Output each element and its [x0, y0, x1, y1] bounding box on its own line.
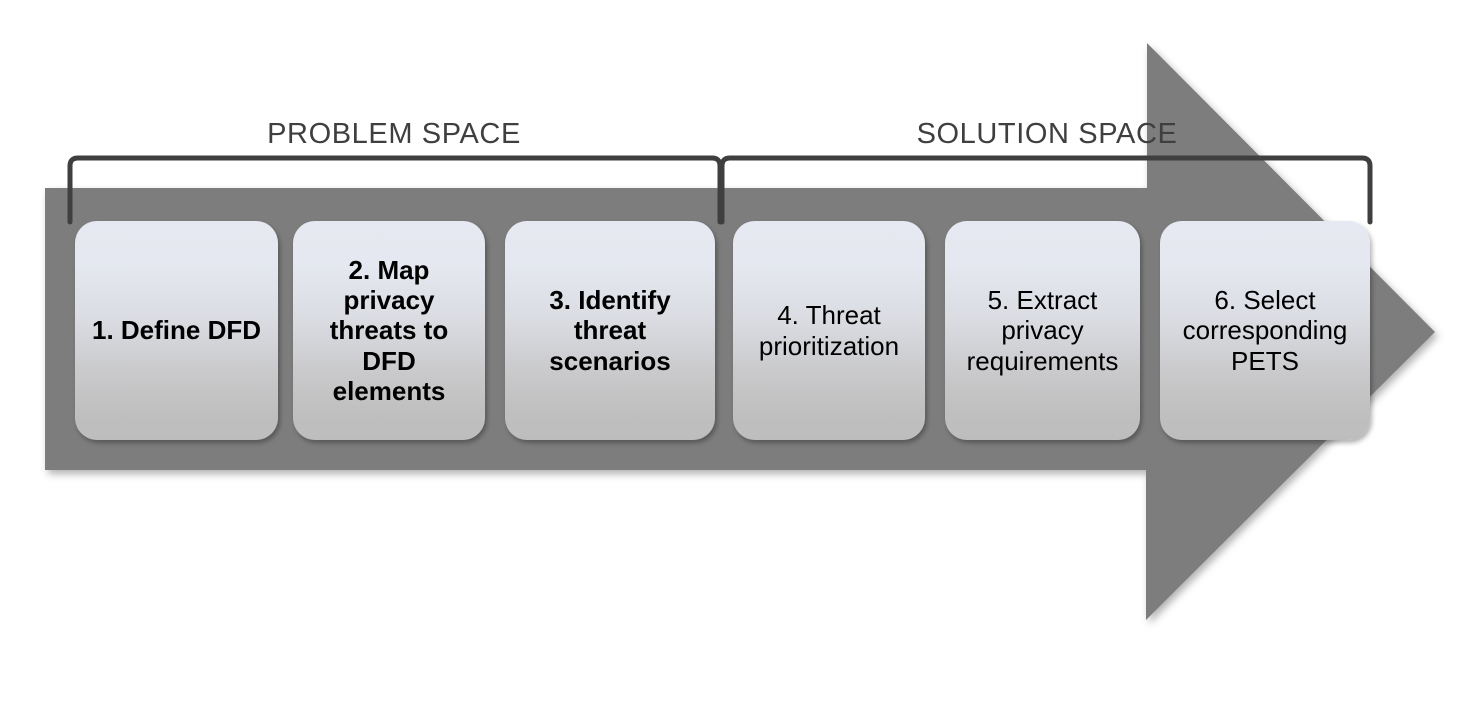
step-box-2[interactable]: 2. Map privacy threats to DFD elements: [293, 221, 485, 440]
step-label-6: 6. Select corresponding PETS: [1182, 285, 1348, 376]
solution-space-bracket: [719, 155, 1373, 225]
step-box-6[interactable]: 6. Select corresponding PETS: [1160, 221, 1370, 440]
problem-space-bracket: [67, 155, 723, 225]
step-label-4: 4. Threat prioritization: [758, 300, 900, 361]
solution-space-label: SOLUTION SPACE: [916, 118, 1178, 150]
step-box-4[interactable]: 4. Threat prioritization: [733, 221, 925, 440]
problem-space-label: PROBLEM SPACE: [267, 118, 521, 150]
step-label-1: 1. Define DFD: [91, 315, 262, 346]
step-box-3[interactable]: 3. Identify threat scenarios: [505, 221, 715, 440]
step-label-5: 5. Extract privacy requirements: [966, 285, 1119, 376]
step-label-3: 3. Identify threat scenarios: [549, 285, 671, 376]
step-label-2: 2. Map privacy threats to DFD elements: [329, 255, 449, 406]
step-box-1[interactable]: 1. Define DFD: [75, 221, 278, 440]
step-box-5[interactable]: 5. Extract privacy requirements: [945, 221, 1140, 440]
